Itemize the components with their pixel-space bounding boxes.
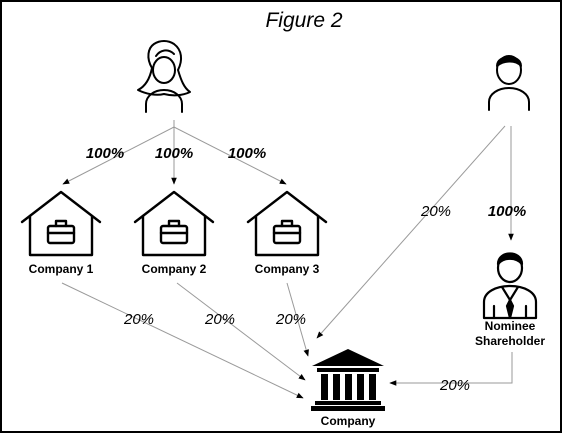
figure-title: Figure 2 xyxy=(265,9,342,32)
house-icon xyxy=(20,190,102,257)
edge-owner-company3 xyxy=(173,126,287,185)
company-3-label: Company 3 xyxy=(255,262,320,276)
pct-person2-nominee: 100% xyxy=(488,203,526,220)
nominee-label-line2: Shareholder xyxy=(475,334,545,348)
woman-person-icon xyxy=(137,40,191,113)
nominee-label-line1: Nominee xyxy=(485,319,536,333)
edge-company3-company xyxy=(286,282,309,357)
edge-company1-company xyxy=(61,282,304,399)
house-icon xyxy=(246,190,328,257)
pct-owner-company2: 100% xyxy=(155,145,193,162)
pct-company3-company: 20% xyxy=(275,311,306,328)
company-1-label: Company 1 xyxy=(29,262,94,276)
pct-nominee-company: 20% xyxy=(439,377,470,394)
edge-person2-company xyxy=(316,125,506,339)
edge-nominee-company xyxy=(389,352,513,386)
company-2-label: Company 2 xyxy=(142,262,207,276)
pct-owner-company1: 100% xyxy=(86,145,124,162)
pct-owner-company3: 100% xyxy=(228,145,266,162)
pct-person2-company: 20% xyxy=(420,203,451,220)
edge-owner-company1 xyxy=(62,126,175,185)
man-person-icon xyxy=(488,55,530,111)
pct-company2-company: 20% xyxy=(204,311,235,328)
businessman-icon xyxy=(482,252,538,320)
bank-building-icon xyxy=(311,349,385,411)
house-icon xyxy=(133,190,215,257)
pct-company1-company: 20% xyxy=(123,311,154,328)
edge-company2-company xyxy=(176,282,306,381)
target-company-label: Company xyxy=(321,414,376,428)
